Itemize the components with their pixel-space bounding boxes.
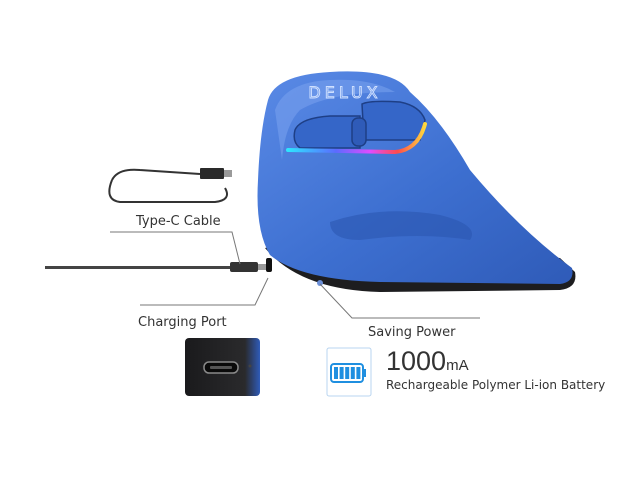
thumb-groove <box>330 211 472 240</box>
battery-icon-box <box>326 347 372 397</box>
label-charging-port: Charging Port <box>138 315 227 330</box>
battery-bar <box>334 367 338 379</box>
battery-bar <box>350 367 355 379</box>
battery-capacity: 1000mA <box>386 346 469 377</box>
type-c-plug-icon <box>230 262 258 272</box>
mouse-shell-highlight <box>275 79 395 160</box>
battery-capacity-unit: mA <box>446 357 469 374</box>
callout-line-port <box>140 277 269 306</box>
battery-capacity-number: 1000 <box>386 346 447 376</box>
label-type-c-cable: Type-C Cable <box>136 214 221 229</box>
right-mouse-button <box>361 100 426 141</box>
battery-bar <box>345 367 350 379</box>
mouse-charging-port <box>266 258 272 272</box>
rgb-light-strip <box>286 122 427 155</box>
battery-bar <box>339 367 344 379</box>
battery-description: Rechargeable Polymer Li-ion Battery <box>386 378 606 392</box>
charging-port-closeup <box>185 338 260 396</box>
scroll-wheel <box>351 117 367 147</box>
cable-illustration <box>108 168 232 203</box>
delux-logo: DELUX <box>308 83 381 102</box>
usb-a-plug-icon <box>200 168 224 179</box>
callout-line-cable <box>110 231 241 265</box>
callout-line-power <box>319 283 480 319</box>
left-mouse-button <box>293 115 361 149</box>
power-indicator <box>317 280 323 286</box>
type-c-cable-connected <box>45 262 266 272</box>
vertical-mouse: DELUX <box>257 71 576 292</box>
label-saving-power: Saving Power <box>368 325 456 340</box>
battery-bar <box>356 367 361 379</box>
